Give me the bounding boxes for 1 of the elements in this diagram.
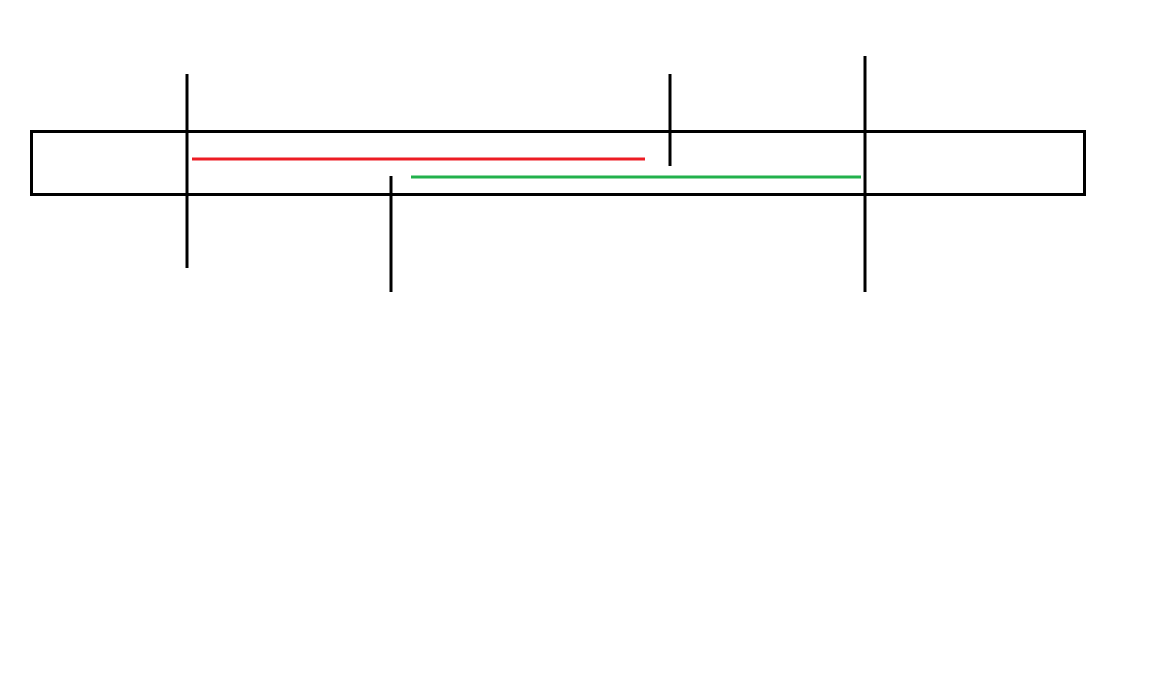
bar-outline xyxy=(30,130,1086,196)
